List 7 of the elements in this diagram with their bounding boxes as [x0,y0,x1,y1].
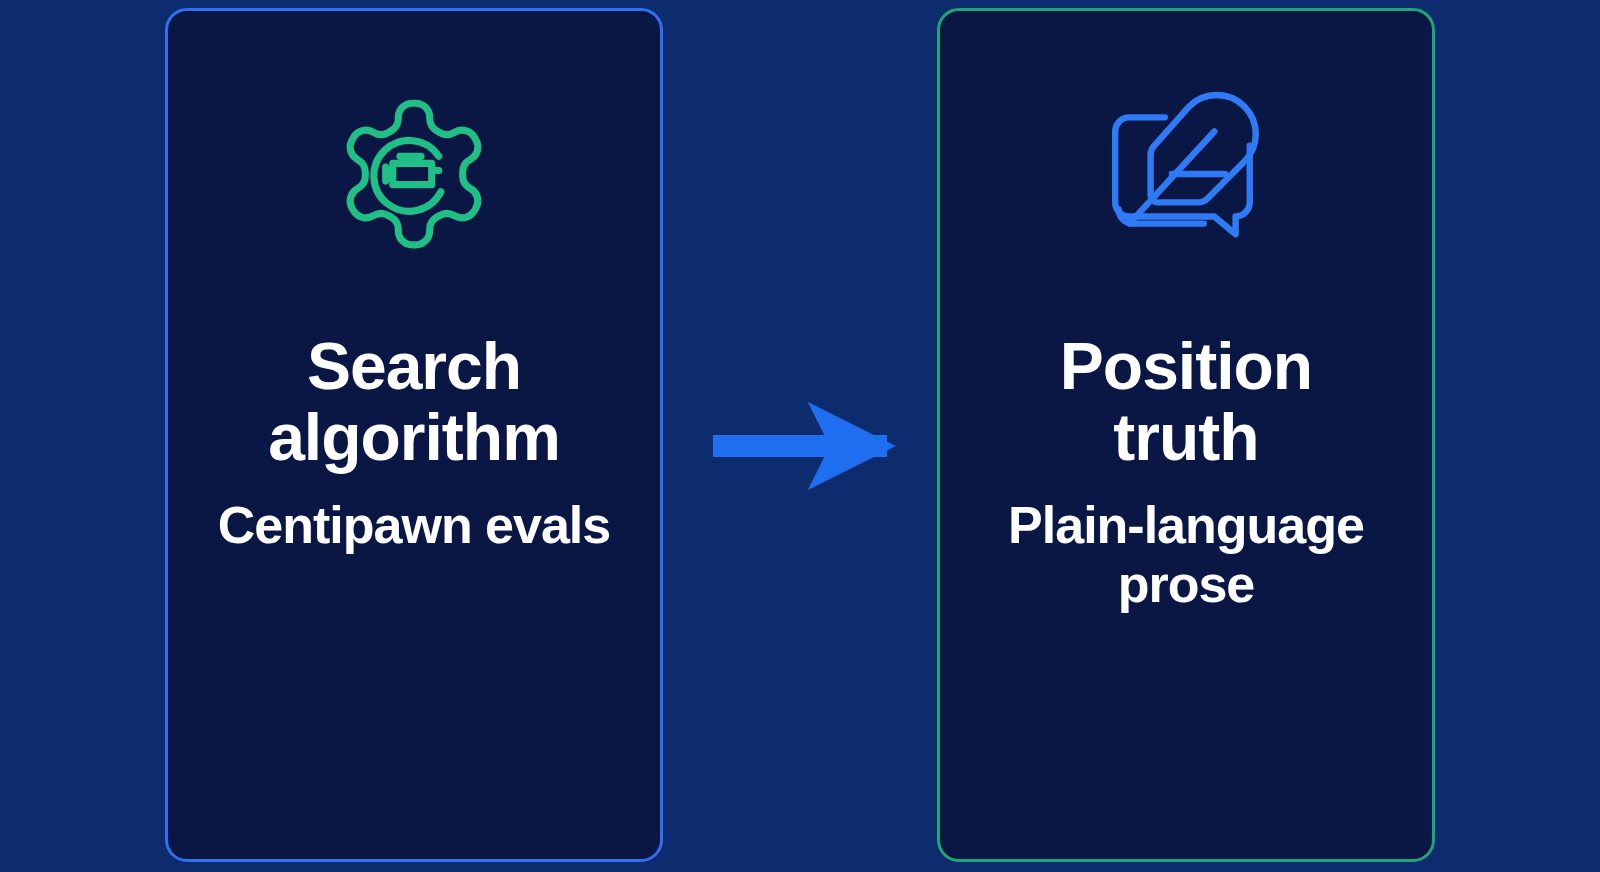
card-body-text: Plain-language prose [1007,495,1365,616]
card-body-text: Centipawn evals [216,495,612,556]
arrow [713,402,896,490]
card [165,8,663,862]
card [937,8,1435,862]
card-heading: Position truth [1058,331,1314,474]
card-heading: Search algorithm [267,331,561,474]
